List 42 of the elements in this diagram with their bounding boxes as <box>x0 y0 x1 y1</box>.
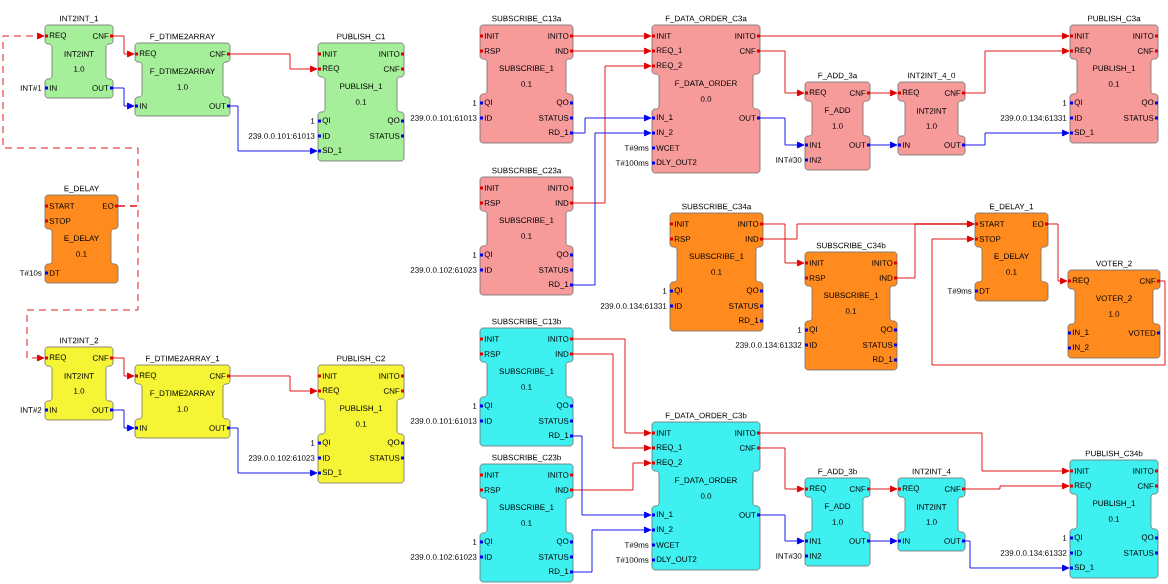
connector-arrow <box>964 540 1070 572</box>
connector-arrow <box>896 220 975 279</box>
connector-arrow <box>229 427 318 477</box>
connector-arrow <box>1047 223 1068 285</box>
function-block <box>134 355 231 439</box>
connector-arrow <box>112 409 135 432</box>
connector-arrow <box>112 87 135 110</box>
connector-arrow <box>869 89 898 97</box>
connector-arrow <box>229 375 318 395</box>
connector-arrow <box>762 223 805 267</box>
connector-arrow <box>26 205 139 362</box>
connector-arrow <box>572 526 652 573</box>
function-block <box>134 33 231 117</box>
connector-arrow <box>759 32 1070 40</box>
connector-arrow <box>964 482 1070 490</box>
connector-arrow <box>759 117 805 149</box>
function-block <box>897 468 966 552</box>
connector-arrow <box>869 141 898 149</box>
connector-arrow <box>931 235 1166 366</box>
connector-arrow <box>759 50 805 97</box>
connector-arrow <box>869 485 898 493</box>
function-block <box>1067 260 1161 359</box>
connector-arrow <box>964 129 1070 146</box>
connector-arrow <box>112 35 135 58</box>
connector-arrow <box>572 32 652 40</box>
connector-arrow <box>572 129 652 286</box>
function-block <box>897 72 966 156</box>
connector-arrow <box>572 338 652 437</box>
connector-arrow <box>572 47 652 55</box>
connector-arrow <box>964 47 1070 94</box>
connector-arrow <box>572 459 652 491</box>
connector-arrow <box>759 432 1070 475</box>
connector-arrow <box>572 435 652 519</box>
connector-arrow <box>572 114 652 134</box>
connector-arrow <box>869 537 898 545</box>
connector-arrow <box>112 357 135 380</box>
connector-arrow <box>229 53 318 73</box>
connector-arrow <box>572 62 652 204</box>
connector-arrow <box>759 447 805 493</box>
connector-arrow <box>572 353 652 452</box>
connector-arrow <box>759 514 805 545</box>
connector-arrow <box>229 105 318 155</box>
